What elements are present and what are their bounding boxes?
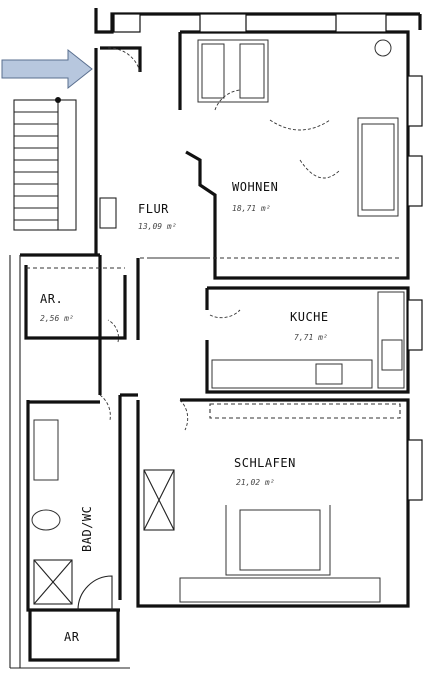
room-area-wohnen: 18,71 m²	[232, 204, 271, 213]
room-label-flur: FLUR	[138, 202, 169, 216]
entrance-arrow	[1, 48, 93, 90]
room-area-ar-top: 2,56 m²	[40, 314, 74, 323]
windows	[113, 13, 423, 501]
schlafen-furniture	[143, 403, 401, 603]
staircase	[13, 97, 77, 231]
room-label-schlafen: SCHLAFEN	[234, 456, 296, 470]
room-area-kuche: 7,71 m²	[294, 333, 328, 342]
kuche-furniture	[211, 291, 405, 389]
room-label-ar-top: AR.	[40, 292, 64, 306]
room-area-flur: 13,09 m²	[138, 222, 177, 231]
flur-features	[99, 197, 210, 259]
room-label-bad: BAD/WC	[80, 505, 94, 552]
room-label-ar-bottom: AR	[64, 630, 80, 644]
wohnen-furniture	[150, 39, 400, 259]
room-label-wohnen: WOHNEN	[232, 180, 279, 194]
walls	[9, 8, 422, 669]
bad-furniture	[31, 419, 73, 605]
room-label-kuche: KUCHE	[290, 310, 329, 324]
room-area-schlafen: 21,02 m²	[236, 478, 275, 487]
doors	[77, 47, 241, 611]
